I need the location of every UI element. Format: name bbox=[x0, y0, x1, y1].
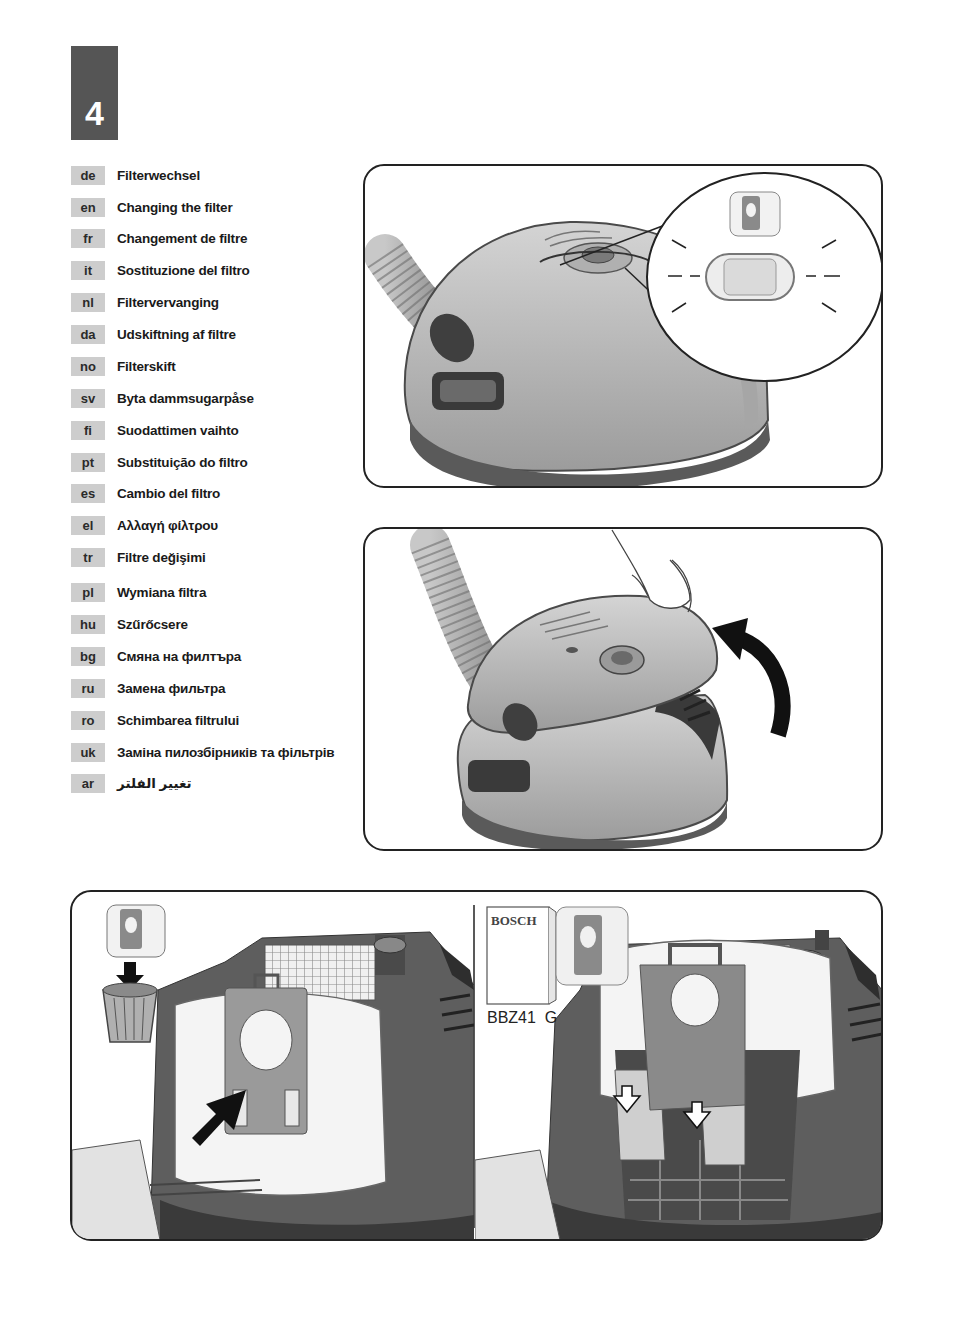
language-badge: sv bbox=[71, 389, 105, 408]
language-badge: de bbox=[71, 166, 105, 185]
vacuum-closed bbox=[385, 173, 881, 486]
language-title: Замена фильтра bbox=[117, 680, 225, 698]
language-title: Filterskift bbox=[117, 358, 176, 376]
language-badge: fr bbox=[71, 229, 105, 248]
language-title: Suodattimen vaihto bbox=[117, 422, 239, 440]
language-badge: uk bbox=[71, 743, 105, 762]
node-text: no bbox=[80, 360, 96, 373]
bag-removal bbox=[72, 905, 474, 1240]
node-text: sv bbox=[81, 392, 95, 405]
language-title: Udskiftning af filtre bbox=[117, 326, 236, 344]
language-badge: no bbox=[71, 357, 105, 376]
node-text: pl bbox=[82, 586, 94, 599]
language-title: Changing the filter bbox=[117, 199, 232, 217]
node-text: da bbox=[80, 328, 95, 341]
language-badge: el bbox=[71, 516, 105, 535]
node-text: de bbox=[80, 169, 95, 182]
node-text: ru bbox=[82, 682, 95, 695]
node-text: bg bbox=[80, 650, 96, 663]
node-text: ro bbox=[82, 714, 95, 727]
product-code: BBZ41 G bbox=[487, 1009, 557, 1027]
language-title: Wymiana filtra bbox=[117, 584, 206, 602]
bag-insertion bbox=[475, 907, 882, 1240]
brand-name: BOSCH bbox=[491, 914, 537, 928]
language-title: Szűrőcsere bbox=[117, 616, 188, 634]
node-text: 4 bbox=[85, 96, 104, 130]
panel-frame bbox=[364, 528, 882, 850]
language-title: Cambio del filtro bbox=[117, 485, 220, 503]
language-title: Schimbarea filtrului bbox=[117, 712, 239, 730]
vacuum-opening bbox=[430, 530, 783, 849]
language-badge: pl bbox=[71, 583, 105, 602]
language-title: Sostituzione del filtro bbox=[117, 262, 250, 280]
node-text: ar bbox=[82, 777, 94, 790]
step-number: 4 bbox=[71, 46, 118, 140]
node-text: it bbox=[84, 264, 92, 277]
language-badge: nl bbox=[71, 293, 105, 312]
language-badge: fi bbox=[71, 421, 105, 440]
node-text: hu bbox=[80, 618, 96, 631]
language-badge: hu bbox=[71, 615, 105, 634]
language-badge: ar bbox=[71, 774, 105, 793]
language-badge: it bbox=[71, 261, 105, 280]
language-badge: ro bbox=[71, 711, 105, 730]
panel-frame bbox=[364, 165, 882, 487]
language-badge: es bbox=[71, 484, 105, 503]
language-badge: en bbox=[71, 198, 105, 217]
node-text: tr bbox=[83, 551, 92, 564]
language-badge: pt bbox=[71, 453, 105, 472]
language-title: Filterwechsel bbox=[117, 167, 200, 185]
language-title: Substituição do filtro bbox=[117, 454, 248, 472]
language-badge: tr bbox=[71, 548, 105, 567]
node-text: en bbox=[80, 201, 95, 214]
language-title: Byta dammsugarpåse bbox=[117, 390, 254, 408]
node-text: fi bbox=[84, 424, 92, 437]
language-title: Смяна на филтъра bbox=[117, 648, 241, 666]
node-text: fr bbox=[83, 232, 92, 245]
language-title: Filtre değişimi bbox=[117, 549, 206, 567]
language-badge: ru bbox=[71, 679, 105, 698]
language-badge: bg bbox=[71, 647, 105, 666]
panel-frame bbox=[71, 891, 882, 1240]
language-title: Заміна пилозбірників та фільтрів bbox=[117, 744, 334, 762]
language-title: تغيير الفلتر bbox=[117, 775, 192, 793]
node-text: pt bbox=[82, 456, 94, 469]
node-text: uk bbox=[80, 746, 95, 759]
language-title: Αλλαγή φίλτρου bbox=[117, 517, 218, 535]
language-title: Changement de filtre bbox=[117, 230, 247, 248]
node-text: es bbox=[81, 487, 95, 500]
node-text: nl bbox=[82, 296, 94, 309]
language-title: Filtervervanging bbox=[117, 294, 219, 312]
language-badge: da bbox=[71, 325, 105, 344]
node-text: el bbox=[83, 519, 94, 532]
